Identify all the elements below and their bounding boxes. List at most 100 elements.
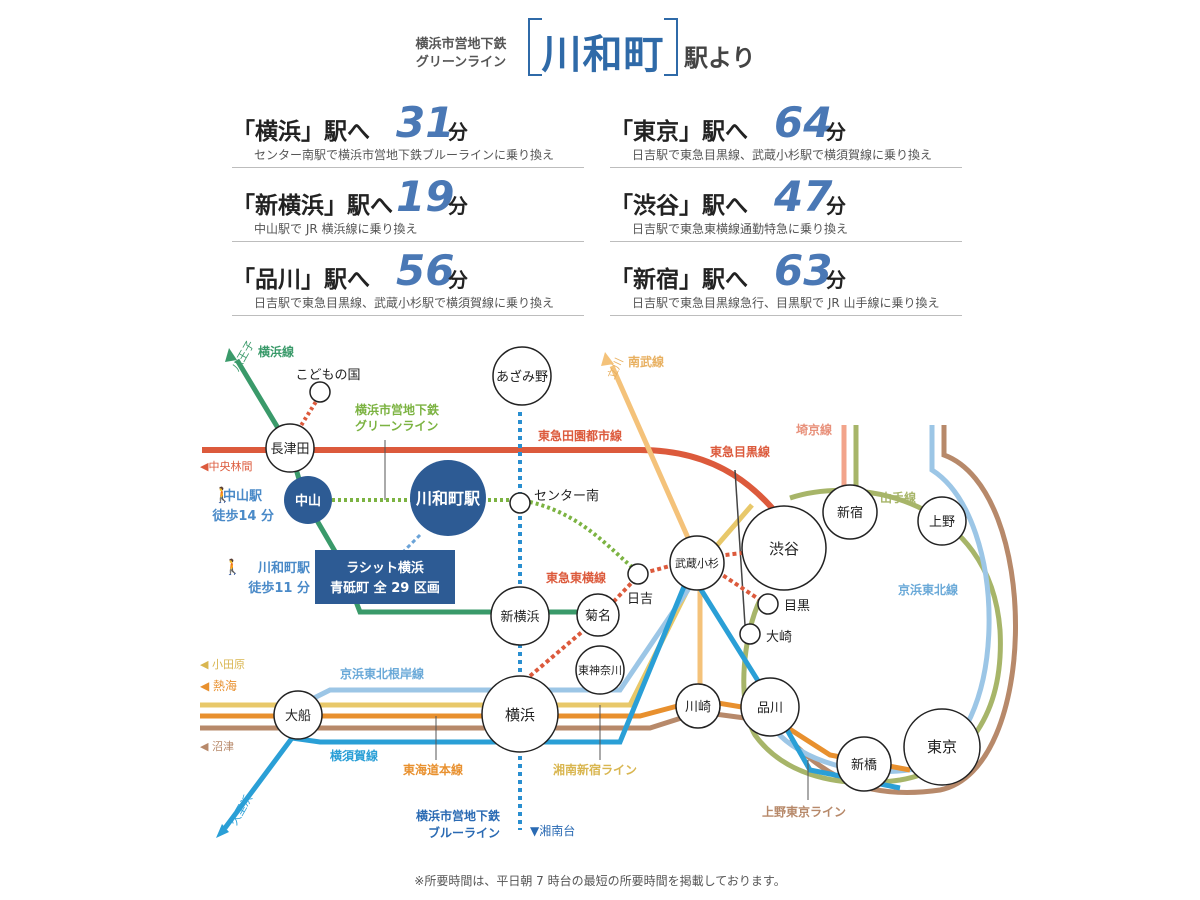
label-shonan-shinjuku: 湘南新宿ライン xyxy=(553,762,637,777)
station-center-minami xyxy=(509,492,531,514)
route-note: 中山駅で JR 横浜線に乗り換え xyxy=(254,222,418,236)
divider xyxy=(232,241,584,242)
station-nagatsuta xyxy=(265,423,315,473)
label-tokyo: 東京 xyxy=(927,738,957,756)
footnote: ※所要時間は、平日朝 7 時台の最短の所要時間を掲載しております。 xyxy=(414,874,786,888)
label-kawawacho: 川和町駅 xyxy=(415,489,481,508)
label-higashikanagawa: 東神奈川 xyxy=(578,663,622,677)
station-meguro xyxy=(757,593,779,615)
station-shin-yokohama xyxy=(490,586,550,646)
route-note: センター南駅で横浜市営地下鉄ブルーラインに乗り換え xyxy=(254,148,555,162)
minutes-unit: 分 xyxy=(826,194,846,218)
label-shinagawa: 品川 xyxy=(757,701,783,716)
time-entry-yokohama: 「横浜」駅へ 31 分 センター南駅で横浜市営地下鉄ブルーラインに乗り換え xyxy=(232,96,584,168)
minutes-unit: 分 xyxy=(826,120,846,144)
line-name-top: 横浜市営地下鉄 xyxy=(415,37,507,52)
label-musashikosugi: 武蔵小杉 xyxy=(675,556,719,570)
green-line-track xyxy=(308,498,640,574)
label-center-minami: センター南 xyxy=(534,488,599,504)
label-meguro-line: 東急目黒線 xyxy=(710,444,770,459)
station-yokohama xyxy=(481,675,559,753)
minutes-value: 56 xyxy=(396,246,455,295)
label-atami: ◀ 熱海 xyxy=(200,678,237,693)
label-nagatsuta: 長津田 xyxy=(270,442,309,457)
label-shinjuku: 新宿 xyxy=(837,505,863,521)
station-higashikanagawa xyxy=(575,645,625,695)
label-osaki: 大崎 xyxy=(766,630,792,645)
label-keihin-tohoku: 京浜東北線 xyxy=(898,582,958,597)
property-box xyxy=(315,550,455,604)
label-chuo-rinkan: ◀中央林間 xyxy=(200,459,252,473)
dest-label: 「新横浜」駅へ xyxy=(232,193,393,219)
label-odawara: ◀ 小田原 xyxy=(200,658,245,671)
time-entry-shinjuku: 「新宿」駅へ 63 分 日吉駅で東急目黒線急行、目黒駅で JR 山手線に乗り換え xyxy=(610,244,962,316)
walk-nakayama: 🚶 中山駅 徒歩14 分 xyxy=(211,486,274,524)
label-ofuna: 大船 xyxy=(285,709,311,724)
minutes-unit: 分 xyxy=(826,268,846,292)
label-nakayama: 中山 xyxy=(295,493,321,509)
dest-label: 「新宿」駅へ xyxy=(610,267,748,293)
property-detail: 青砥町 全 29 区画 xyxy=(330,580,440,596)
label-blue-line-2: ブルーライン xyxy=(428,825,500,840)
walk-kawawa-time: 徒歩11 分 xyxy=(247,580,310,596)
meguro-line-track xyxy=(734,469,746,626)
meguro-branch-track xyxy=(698,558,768,606)
divider xyxy=(232,315,584,316)
station-shinagawa xyxy=(740,677,800,737)
minutes-value: 19 xyxy=(396,172,455,221)
property-name: ラシット横浜 xyxy=(346,560,424,576)
station-nakayama xyxy=(284,476,332,524)
label-shonandai: ▼湘南台 xyxy=(530,823,575,838)
minutes-value: 64 xyxy=(774,98,833,147)
kurihama-arrow-icon xyxy=(216,824,229,838)
walk-kawawa-station: 川和町駅 xyxy=(257,560,311,576)
tachikawa-arrow-icon xyxy=(601,352,614,366)
station-shinjuku xyxy=(822,484,878,540)
ueno-tokyo-west-track xyxy=(200,709,761,731)
line-name: 横浜市営地下鉄 グリーンライン xyxy=(386,36,536,72)
label-kodomonokuni: こどもの国 xyxy=(295,368,360,383)
station-suffix: 駅より xyxy=(684,44,756,72)
bracket-left xyxy=(528,18,542,76)
bracket-right xyxy=(664,18,678,76)
time-entry-shinagawa: 「品川」駅へ 56 分 日吉駅で東急目黒線、武蔵小杉駅で横須賀線に乗り換え xyxy=(232,244,584,316)
station-kodomonokuni xyxy=(309,381,331,403)
station-shibuya xyxy=(741,505,827,591)
label-tokaido: 東海道本線 xyxy=(403,762,463,777)
route-note: 日吉駅で東急目黒線急行、目黒駅で JR 山手線に乗り換え xyxy=(632,296,940,310)
divider xyxy=(610,167,962,168)
station-title: 川和町 xyxy=(541,32,665,78)
minutes-value: 47 xyxy=(774,172,833,221)
shonan-shinjuku-line-track xyxy=(200,503,754,708)
dest-label: 「渋谷」駅へ xyxy=(610,193,748,219)
walk-kawawa: 🚶 川和町駅 徒歩11 分 xyxy=(223,558,311,596)
label-saikyo: 埼京線 xyxy=(796,422,832,437)
walk-nakayama-station: 中山駅 xyxy=(223,488,263,504)
label-kawasaki: 川崎 xyxy=(685,700,711,715)
label-shinbashi: 新橋 xyxy=(851,757,877,773)
station-tokyo xyxy=(903,708,981,786)
label-yokohama-line: 横浜線 xyxy=(258,344,294,359)
walk-nakayama-time: 徒歩14 分 xyxy=(211,508,274,524)
label-nambu: 南武線 xyxy=(628,354,664,369)
line-name-bottom: グリーンライン xyxy=(415,55,507,70)
label-keihin-negishi: 京浜東北根岸線 xyxy=(340,666,424,681)
label-kikuna: 菊名 xyxy=(585,608,611,624)
label-yamanote: 山手線 xyxy=(880,490,916,505)
stations xyxy=(265,346,981,792)
label-green-line-2: グリーンライン xyxy=(355,418,438,433)
label-toyoko: 東急東横線 xyxy=(546,570,606,585)
label-blue-line-1: 横浜市営地下鉄 xyxy=(416,808,500,823)
time-entry-tokyo: 「東京」駅へ 64 分 日吉駅で東急目黒線、武蔵小杉駅で横須賀線に乗り換え xyxy=(610,96,962,168)
walk-icon: 🚶 xyxy=(213,486,232,504)
label-azamino: あざみ野 xyxy=(496,369,548,385)
dest-label: 「品川」駅へ xyxy=(232,267,370,293)
station-musashikosugi xyxy=(669,535,725,591)
minutes-value: 63 xyxy=(774,246,833,295)
divider xyxy=(232,167,584,168)
label-ueno-tokyo: 上野東京ライン xyxy=(762,804,846,819)
station-kikuna xyxy=(576,593,620,637)
station-shinbashi xyxy=(836,736,892,792)
station-ueno xyxy=(917,496,967,546)
label-ueno: 上野 xyxy=(929,515,955,530)
